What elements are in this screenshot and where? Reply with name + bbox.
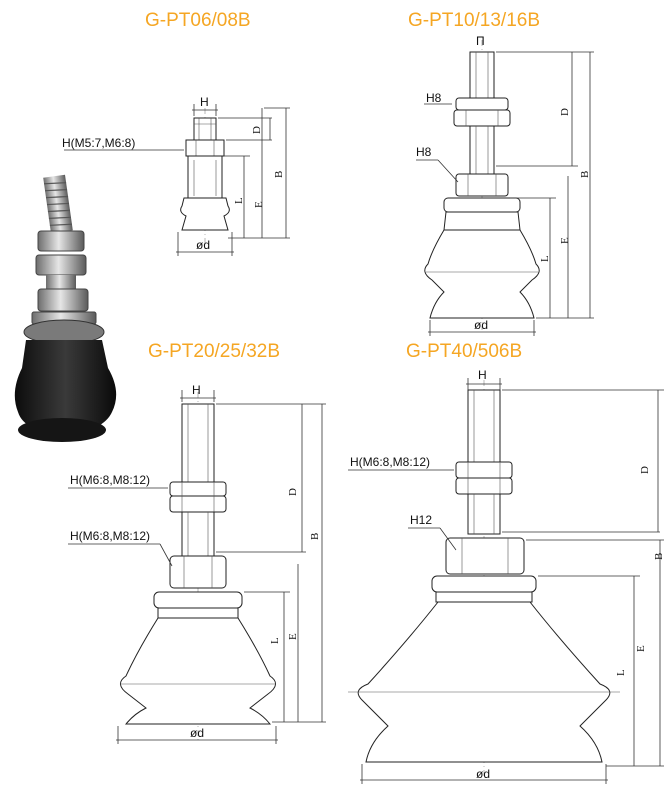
drawing-xlarge: H H(M6:8,M8:12) H12 D L E B ød — [348, 368, 665, 784]
small-d-label: D — [251, 126, 263, 134]
xlarge-d-label: D — [639, 466, 651, 474]
xlarge-hex-label-lower: H12 — [410, 513, 432, 527]
small-h-label: H — [200, 95, 209, 109]
title-xlarge: G-PT40/506B — [406, 341, 522, 362]
large-e-label: E — [287, 633, 299, 640]
large-b-label: B — [309, 533, 321, 540]
xlarge-l-label: L — [615, 669, 627, 676]
mid-h8-label-upper: H8 — [426, 91, 442, 105]
mid-h8-label-lower: H8 — [416, 145, 432, 159]
drawing-small: H H(M5:7,M6:8) D L E B ød — [62, 95, 290, 256]
product-photo — [14, 174, 117, 442]
title-small: G-PT06/08B — [145, 10, 251, 31]
mid-od-label: ød — [474, 318, 488, 332]
title-large: G-PT20/25/32B — [148, 341, 280, 362]
mid-b-label: B — [579, 171, 591, 178]
drawing-mid: П H8 H8 D L E B ød — [416, 34, 594, 336]
drawing-large: H H(M6:8,M8:12) H(M6:8,M8:12) D L E B ød — [68, 383, 326, 744]
large-h-label: H — [192, 383, 201, 397]
xlarge-od-label: ød — [476, 767, 490, 781]
xlarge-hex-label-upper: H(M6:8,M8:12) — [350, 455, 430, 469]
large-l-label: L — [269, 637, 281, 644]
xlarge-e-label: E — [635, 645, 647, 652]
small-l-label: L — [233, 197, 245, 204]
large-hex-label-upper: H(M6:8,M8:12) — [70, 473, 150, 487]
small-od-label: ød — [196, 238, 210, 252]
small-b-label: B — [273, 171, 285, 178]
xlarge-b-label: B — [653, 553, 665, 560]
small-e-label: E — [253, 201, 265, 208]
small-hex-label: H(M5:7,M6:8) — [62, 136, 135, 150]
xlarge-h-label: H — [478, 368, 487, 382]
large-d-label: D — [287, 488, 299, 496]
mid-e-label: E — [559, 237, 571, 244]
mid-top-label: П — [476, 34, 485, 48]
mid-l-label: L — [539, 255, 551, 262]
mid-d-label: D — [559, 108, 571, 116]
large-od-label: ød — [190, 726, 204, 740]
title-mid: G-PT10/13/16B — [408, 10, 540, 31]
large-hex-label-lower: H(M6:8,M8:12) — [70, 529, 150, 543]
